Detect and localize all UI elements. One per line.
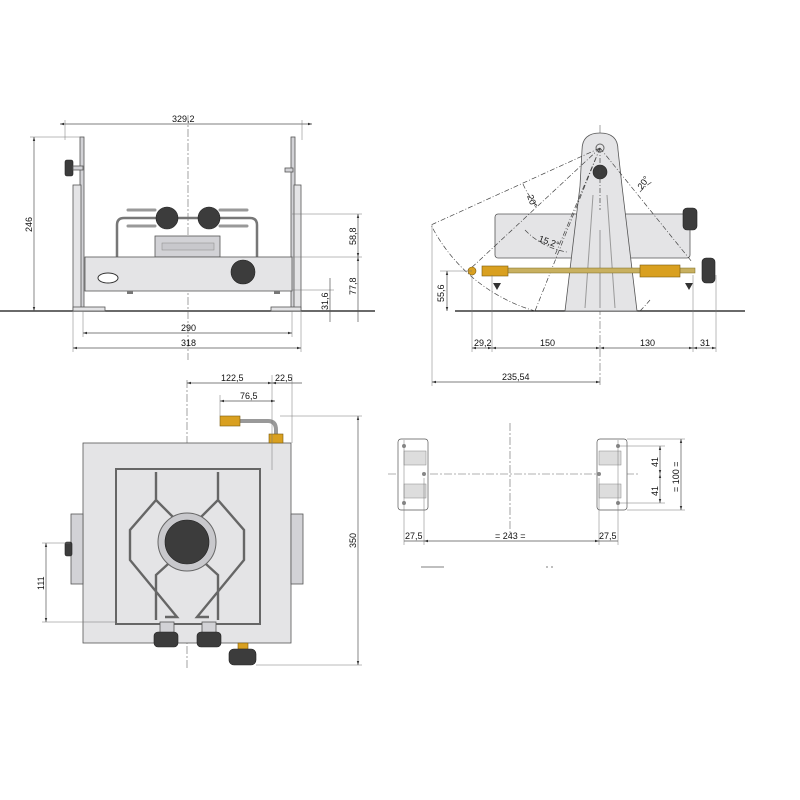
right-mount-bracket bbox=[596, 438, 628, 511]
control-knob-icon bbox=[230, 259, 256, 285]
stove-body bbox=[84, 256, 293, 292]
right-bracket bbox=[270, 136, 302, 312]
dim-left-margin: 27,5 bbox=[405, 531, 423, 541]
inlet-fitting bbox=[481, 265, 509, 277]
angle-top-left: 20° bbox=[525, 193, 539, 210]
valve-fitting bbox=[639, 264, 681, 278]
valve-knob-icon bbox=[701, 257, 716, 284]
right-bracket-top bbox=[290, 513, 304, 585]
dim-rack-height: 58,8 bbox=[348, 227, 358, 245]
dim-span: = 243 = bbox=[495, 531, 526, 541]
front-view: 329,2 246 58,8 77,8 31,6 290 318 bbox=[0, 114, 375, 360]
pan-support bbox=[115, 216, 259, 257]
brand-logo bbox=[97, 272, 119, 284]
dim-foot-height: 31,6 bbox=[320, 292, 330, 310]
left-mount-bracket bbox=[397, 438, 429, 511]
pot-knob-icon bbox=[197, 206, 221, 230]
inlet-fitting bbox=[219, 415, 241, 427]
foot-knob-icon bbox=[153, 631, 179, 648]
dim-swing-radius: 235,54 bbox=[502, 372, 530, 382]
dim-right-span: 130 bbox=[640, 338, 655, 348]
dim-knob-offset: 31 bbox=[700, 338, 710, 348]
knob-icon bbox=[682, 207, 698, 231]
pot-knob-icon bbox=[155, 206, 179, 230]
dim-bracket-offset: 111 bbox=[36, 576, 46, 590]
top-view: 122,5 22,5 76,5 350 111 bbox=[36, 373, 362, 668]
dim-base-width: 318 bbox=[181, 338, 196, 348]
pan-support-frame bbox=[115, 468, 261, 625]
wing-knob-icon bbox=[64, 159, 74, 177]
gas-pipe-top bbox=[230, 419, 278, 437]
dim-height: 246 bbox=[24, 217, 34, 232]
left-bracket-top bbox=[70, 513, 84, 585]
angle-top-right: 20° bbox=[635, 174, 651, 191]
dim-pipe-height: 55,6 bbox=[436, 284, 446, 302]
dim-hole-lower: 41 bbox=[650, 486, 660, 496]
wing-knob-icon bbox=[64, 541, 73, 557]
foot-knob-icon bbox=[196, 631, 222, 648]
dim-pipe-offset: 29,2 bbox=[474, 338, 492, 348]
dim-pipe-length: 76,5 bbox=[240, 391, 258, 401]
dim-overall-width: 329,2 bbox=[172, 114, 195, 124]
dim-inner-width: 290 bbox=[181, 323, 196, 333]
burner-cap bbox=[164, 519, 210, 565]
dim-depth: 350 bbox=[348, 533, 358, 548]
side-view: 20° 20° 15,2° 55,6 29,2 150 130 31 235,5… bbox=[430, 125, 745, 386]
valve-knob-icon bbox=[228, 648, 257, 666]
dim-right-margin: 27,5 bbox=[599, 531, 617, 541]
dim-left-span: 150 bbox=[540, 338, 555, 348]
bracket-view: 27,5 = 243 = 27,5 41 41 = 100 = bbox=[388, 423, 685, 568]
dim-pipe-x: 122,5 bbox=[221, 373, 244, 383]
dim-bracket-height: = 100 = bbox=[671, 461, 681, 492]
dim-body-height: 77,8 bbox=[348, 277, 358, 295]
support-tower bbox=[564, 132, 638, 312]
dim-pipe-end: 22,5 bbox=[275, 373, 293, 383]
dim-hole-upper: 41 bbox=[650, 457, 660, 467]
